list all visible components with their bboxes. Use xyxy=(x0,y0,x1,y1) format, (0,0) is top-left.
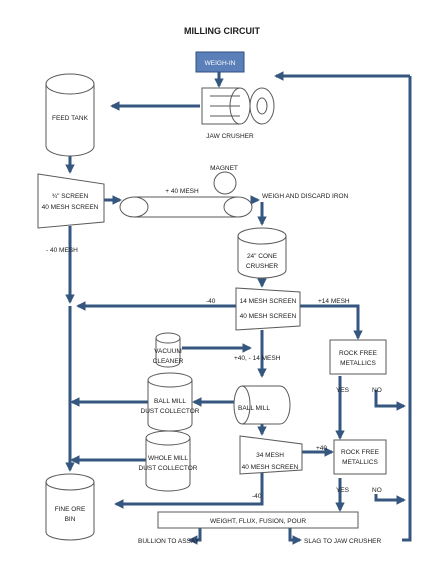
plus40-label-2: +40 xyxy=(316,445,327,452)
rock-free-1-line1: ROCK FREE xyxy=(339,350,378,357)
arrow-to-slag xyxy=(288,528,302,545)
vacuum-line1: VACUUM xyxy=(154,348,182,355)
fine-ore-bin-cylinder xyxy=(45,473,95,541)
minus40-label-3: -40 xyxy=(252,493,262,500)
rock-free-1-line2: METALLICS xyxy=(340,360,376,367)
ball-mill-icon xyxy=(233,385,291,425)
rock-free-2-line2: METALLICS xyxy=(342,459,378,466)
whole-mill-dust-collector-cylinder xyxy=(145,430,191,492)
screen-2-line2: 40 MESH SCREEN xyxy=(240,313,297,320)
screen-3-line2: 40 MESH SCREEN xyxy=(242,464,299,471)
fine-ore-line1: FINE ORE xyxy=(55,506,86,513)
arrow-to-bullion xyxy=(188,528,202,545)
rock-free-metallics-1-box xyxy=(329,339,387,375)
screen-3-line1: 34 MESH xyxy=(256,452,284,459)
jaw-crusher-label: JAW CRUSHER xyxy=(206,133,254,140)
jaw-crusher-icon xyxy=(201,87,275,125)
yes-label-1: YES xyxy=(336,387,350,394)
screen-1-line1: ¾" SCREEN xyxy=(52,193,89,200)
diagram-title: MILLING CIRCUIT xyxy=(184,26,260,36)
fine-ore-line2: BIN xyxy=(65,516,76,523)
screen-1-line2: 40 MESH SCREEN xyxy=(42,204,99,211)
slag-to-jaw-crusher-label: SLAG TO JAW CRUSHER xyxy=(304,538,381,545)
arrow-no2-right xyxy=(374,494,406,505)
yes-label-2: YES xyxy=(336,487,350,494)
vacuum-cleaner-cylinder xyxy=(155,332,181,368)
no-label-2: NO xyxy=(372,487,382,494)
plus40-minus14-label: +40, - 14 MESH xyxy=(234,355,281,362)
screen-2-shape xyxy=(235,287,301,331)
rock-free-metallics-2-box xyxy=(333,439,387,475)
screen-3-shape xyxy=(239,435,303,475)
plus14-mesh-label: +14 MESH xyxy=(318,298,350,305)
no-label-1: NO xyxy=(372,387,382,394)
vacuum-line2: CLEANER xyxy=(153,358,184,365)
arrow-plus14-to-rockfree xyxy=(300,304,363,340)
screen-2-line1: 14 MESH SCREEN xyxy=(240,298,297,305)
smelt-process-box xyxy=(157,511,359,529)
minus40-mesh-label: - 40 MESH xyxy=(46,247,78,254)
whole-dust-line1: WHOLE MILL xyxy=(148,455,188,462)
rock-free-2-line1: ROCK FREE xyxy=(341,449,380,456)
whole-dust-line2: DUST COLLECTOR xyxy=(139,465,198,472)
cone-crusher-cylinder xyxy=(237,227,287,279)
return-line-to-jaw xyxy=(402,76,412,542)
feed-tank-label: FEED TANK xyxy=(52,115,89,122)
arrow-no1-right xyxy=(374,390,406,411)
bullion-to-assay-label: BULLION TO ASSAY xyxy=(138,538,200,545)
arrow-minus40-to-finebin xyxy=(114,472,264,509)
magnet-belt-icon xyxy=(119,171,253,218)
ball-dust-line2: DUST COLLECTOR xyxy=(141,408,200,415)
weigh-discard-iron-label: WEIGH AND DISCARD IRON xyxy=(262,193,349,200)
feed-tank-cylinder xyxy=(45,73,95,157)
flow-connectors xyxy=(65,71,412,545)
magnet-label: MAGNET xyxy=(210,165,238,172)
screen-1-shape xyxy=(37,173,105,229)
plus40-mesh-label: + 40 MESH xyxy=(165,188,199,195)
smelt-process-label: WEIGHT, FLUX, FUSION, POUR xyxy=(210,518,306,525)
cone-crusher-line1: 24" CONE xyxy=(247,253,278,260)
minus40-label-2: -40 xyxy=(206,298,216,305)
cone-crusher-line2: CRUSHER xyxy=(246,263,278,270)
weigh-in-box xyxy=(195,51,245,73)
ball-dust-line1: BALL MILL xyxy=(154,398,186,405)
ball-mill-label: BALL MILL xyxy=(238,405,270,412)
weigh-in-label: WEIGH-IN xyxy=(205,60,236,67)
